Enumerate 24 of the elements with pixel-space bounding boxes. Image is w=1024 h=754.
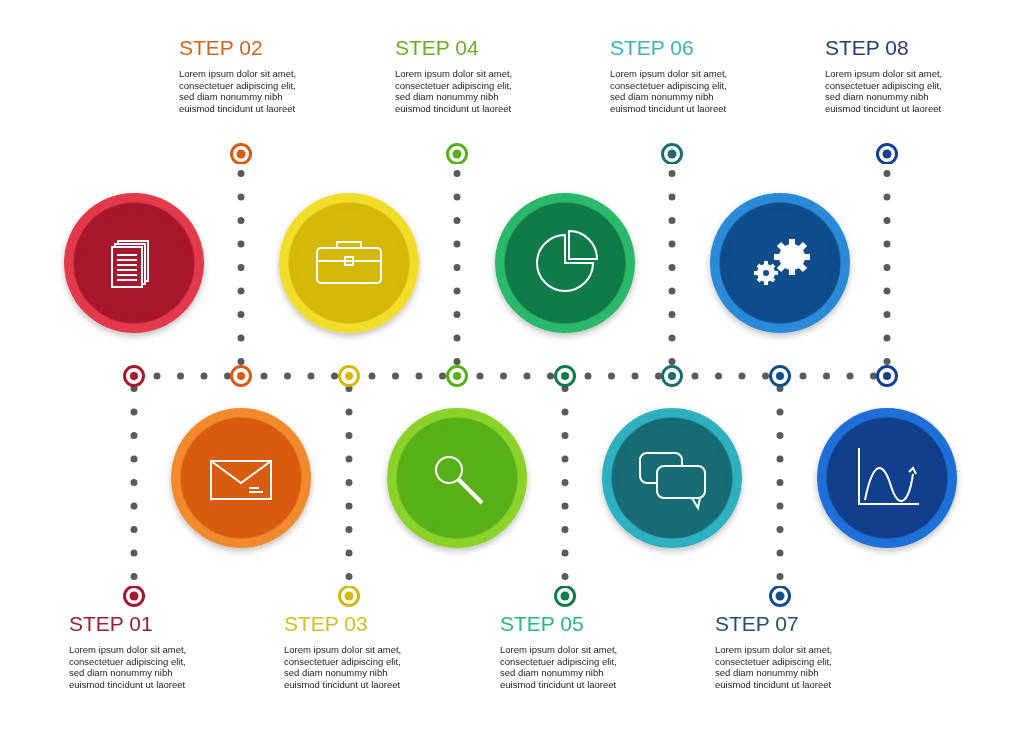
timeline-marker (554, 365, 576, 387)
step-heading: STEP 08 (825, 36, 910, 60)
step-description: Lorem ipsum dolor sit amet, consectetuer adipiscing elit, sed diam nonummy nibh euismod tincidunt ut laoreet (610, 68, 729, 115)
step-description: Lorem ipsum dolor sit amet, consectetuer adipiscing elit, sed diam nonummy nibh euismod tincidunt ut laoreet (395, 68, 514, 115)
step-heading: STEP 01 (69, 612, 154, 636)
step-description: Lorem ipsum dolor sit amet, consectetuer adipiscing elit, sed diam nonummy nibh euismod tincidunt ut laoreet (825, 68, 944, 115)
step-heading: STEP 06 (610, 36, 695, 60)
step-heading: STEP 04 (395, 36, 480, 60)
timeline-marker (446, 365, 468, 387)
timeline-marker (876, 365, 898, 387)
step-description: Lorem ipsum dolor sit amet, consectetuer adipiscing elit, sed diam nonummy nibh euismod tincidunt ut laoreet (715, 644, 834, 691)
timeline-marker (338, 365, 360, 387)
step-heading: STEP 07 (715, 612, 800, 636)
step-heading: STEP 02 (179, 36, 264, 60)
step-description: Lorem ipsum dolor sit amet, consectetuer adipiscing elit, sed diam nonummy nibh euismod tincidunt ut laoreet (179, 68, 298, 115)
timeline-marker (230, 365, 252, 387)
timeline-marker (769, 365, 791, 387)
timeline-marker (123, 365, 145, 387)
step-description: Lorem ipsum dolor sit amet, consectetuer adipiscing elit, sed diam nonummy nibh euismod tincidunt ut laoreet (500, 644, 619, 691)
step-heading: STEP 05 (500, 612, 585, 636)
step-description: Lorem ipsum dolor sit amet, consectetuer adipiscing elit, sed diam nonummy nibh euismod tincidunt ut laoreet (284, 644, 403, 691)
timeline-marker (661, 365, 683, 387)
step-description: Lorem ipsum dolor sit amet, consectetuer adipiscing elit, sed diam nonummy nibh euismod tincidunt ut laoreet (69, 644, 188, 691)
step-heading: STEP 03 (284, 612, 369, 636)
